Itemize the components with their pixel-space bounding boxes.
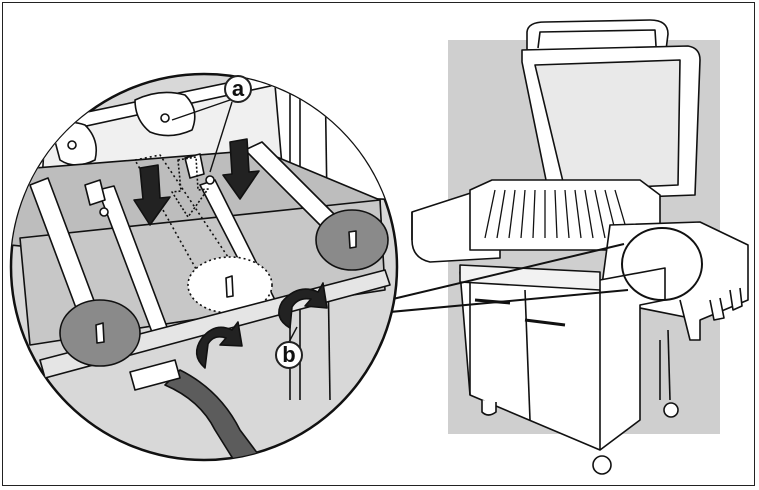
down-arrow-dotted <box>171 156 209 218</box>
leader-lines <box>375 243 629 314</box>
caster-left <box>481 400 497 416</box>
down-arrow-solid-right <box>222 138 260 200</box>
caster-right-back <box>663 402 679 418</box>
grill-drawing <box>411 19 749 475</box>
callout-b-pointer <box>288 326 298 343</box>
burner-tube-dotted <box>134 154 241 286</box>
callout-label-b: b <box>275 341 303 369</box>
lid-handle <box>526 19 669 51</box>
rotation-arrow-left <box>195 321 243 369</box>
zoom-detail <box>11 74 397 460</box>
down-arrow-solid <box>133 164 171 226</box>
grill-cabinet <box>459 267 666 451</box>
hose-fitting <box>129 359 181 391</box>
callout-label-a: a <box>224 75 252 103</box>
magnifier-target <box>621 227 703 301</box>
gas-hose <box>164 369 271 460</box>
rotation-arrow-right <box>278 282 328 329</box>
callout-a-pointers <box>171 99 233 173</box>
caster-right-front <box>592 455 612 475</box>
